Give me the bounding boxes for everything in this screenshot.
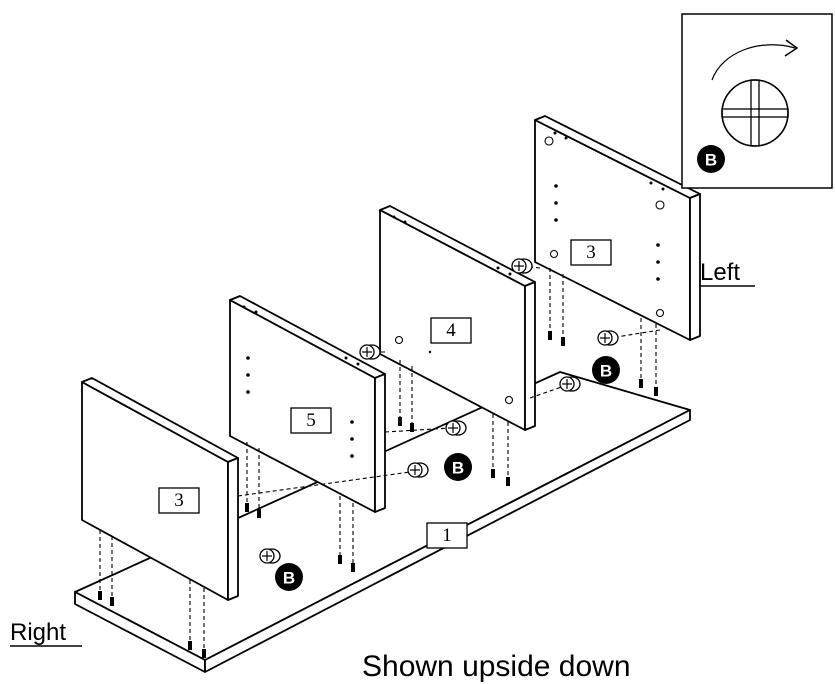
badge-near-left-text: B bbox=[600, 362, 612, 381]
label-panel-bottom-text: 1 bbox=[442, 525, 452, 546]
label-panel-bottom: 1 bbox=[426, 522, 468, 549]
badge-middle-text: B bbox=[452, 459, 464, 478]
badge-near-right-text: B bbox=[283, 569, 295, 588]
dowels bbox=[98, 331, 658, 658]
badge-inset-text: B bbox=[705, 151, 717, 170]
side-label-right: Right bbox=[10, 619, 66, 646]
label-panel-left-text: 3 bbox=[586, 242, 596, 263]
dowel-guides bbox=[99, 265, 661, 654]
label-panel-back-text: 4 bbox=[446, 320, 456, 341]
label-panel-middle-text: 5 bbox=[306, 410, 316, 431]
cam-lock bbox=[559, 376, 581, 392]
cam-lock bbox=[597, 330, 619, 346]
cam-lock bbox=[511, 258, 533, 274]
badge-near-right: B bbox=[275, 563, 303, 591]
cam-lock bbox=[359, 344, 381, 360]
panel-right-3 bbox=[81, 377, 239, 601]
label-panel-right-text: 3 bbox=[174, 490, 184, 511]
cam-locks bbox=[259, 258, 619, 564]
badge-middle: B bbox=[444, 453, 472, 481]
rotate-arrow-icon bbox=[784, 39, 799, 57]
cam-lock bbox=[407, 462, 429, 478]
cam-lock bbox=[445, 420, 467, 436]
panel-middle-5 bbox=[229, 295, 386, 513]
caption: Shown upside down bbox=[362, 650, 631, 683]
cam-lock bbox=[259, 548, 281, 564]
inset-cam-rotation: B bbox=[681, 13, 833, 189]
label-panel-right: 3 bbox=[158, 487, 200, 514]
label-panel-middle: 5 bbox=[290, 407, 332, 434]
label-panel-back: 4 bbox=[430, 317, 472, 344]
side-label-left: Left bbox=[700, 259, 740, 286]
badge-near-left: B bbox=[592, 356, 620, 384]
label-panel-left: 3 bbox=[570, 239, 612, 266]
panel-left-3 bbox=[534, 115, 701, 341]
